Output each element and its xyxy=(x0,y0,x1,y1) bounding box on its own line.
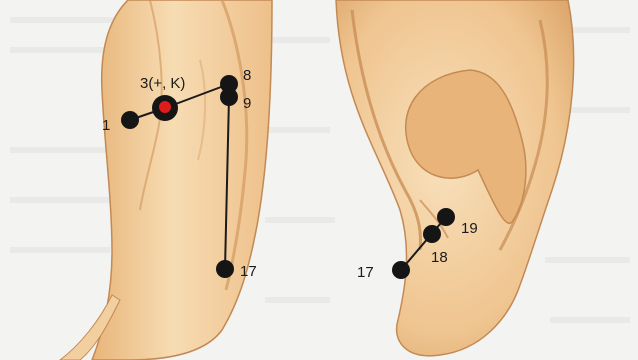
label-point-1: 1 xyxy=(102,117,110,134)
point-9 xyxy=(220,88,238,106)
label-point-3: 3(+, K) xyxy=(140,75,185,92)
point-17-right xyxy=(392,261,410,279)
label-point-18: 18 xyxy=(431,249,448,266)
label-point-17-right: 17 xyxy=(357,264,374,281)
point-3-highlight xyxy=(159,101,171,113)
point-19 xyxy=(437,208,455,226)
point-17-left xyxy=(216,260,234,278)
label-point-19: 19 xyxy=(461,220,478,237)
label-point-9: 9 xyxy=(243,95,251,112)
label-point-8: 8 xyxy=(243,67,251,84)
label-point-17-left: 17 xyxy=(240,263,257,280)
point-1 xyxy=(121,111,139,129)
point-18 xyxy=(423,225,441,243)
